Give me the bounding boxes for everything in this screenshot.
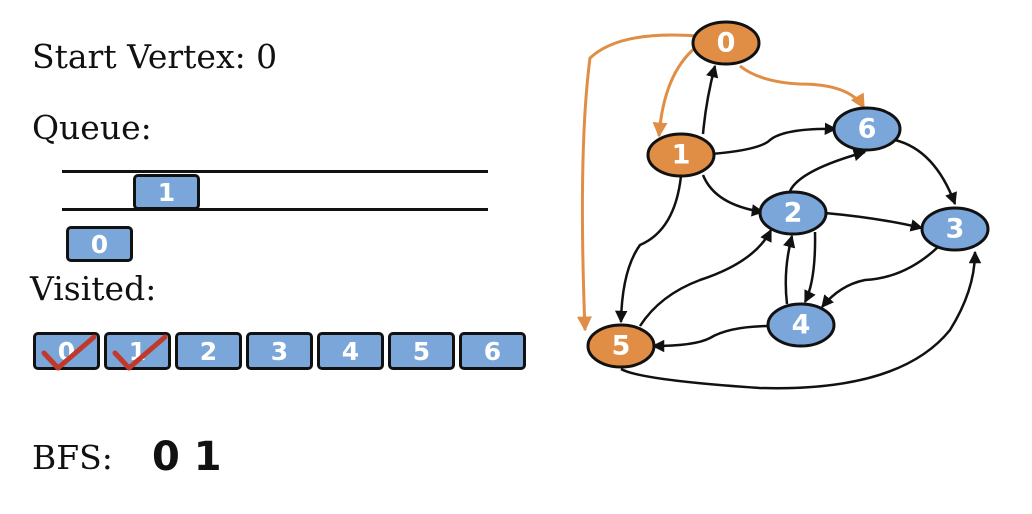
node-label: 3 [946,214,965,245]
node-shape [691,20,761,66]
edge-2-3 [824,211,924,232]
edge-2-4 [803,231,817,304]
visited-cell-0: 0 [33,332,100,371]
visited-cell-3: 3 [246,332,313,370]
node-label: 6 [858,114,877,145]
node-label: 2 [784,198,803,229]
node-shape [766,302,836,348]
edge-0-5 [576,33,699,332]
visited-cell-label: 4 [341,336,360,366]
visited-cell-label: 3 [270,336,289,366]
visited-cell-5: 5 [388,332,455,370]
visited-cell-1: 1 [104,332,171,371]
node-shape [758,190,828,236]
node-label: 1 [672,140,691,171]
node-4: 4 [766,302,836,348]
edge-6-3 [894,138,957,206]
node-2: 2 [758,190,828,236]
edge-0-6 [739,64,866,110]
node-label: 5 [612,331,631,362]
edge-1-0 [701,64,719,135]
edge-3-4 [821,246,939,308]
node-6: 6 [832,106,902,152]
check-icon [112,334,168,371]
queue-item: 1 [133,174,200,210]
edge-1-5 [614,175,683,324]
visited-cell-label: 5 [412,336,431,366]
node-0: 0 [691,20,761,66]
visited-cell-label: 2 [199,336,218,366]
queue-bottom-line [62,208,488,211]
node-3: 3 [920,206,990,252]
edge-4-2 [783,234,796,305]
node-label: 4 [792,310,811,341]
edge-4-5 [651,324,773,353]
edge-5-3 [620,250,982,390]
queue-top-line [62,170,488,173]
edge-1-6 [710,122,838,156]
visited-cell-6: 6 [459,332,526,370]
visited-cell-label: 6 [483,336,502,366]
node-1: 1 [646,132,716,178]
node-shape [920,206,990,252]
queue-label: Queue: [32,108,152,147]
node-shape [832,106,902,152]
visited-label: Visited: [30,269,157,308]
node-shape [586,323,656,369]
edge-2-6 [788,148,867,192]
node-shape [646,132,716,178]
edge-1-2 [701,174,765,217]
bfs-order: 0 1 [152,434,222,480]
start-vertex-label: Start Vertex: 0 [32,37,278,76]
node-label: 0 [717,28,736,59]
visited-cell-2: 2 [175,332,242,370]
dequeued-item: 0 [66,226,133,262]
check-icon [41,334,97,371]
bfs-label: BFS: [32,438,113,477]
edge-0-1 [652,42,701,138]
visited-cell-4: 4 [317,332,384,370]
node-5: 5 [586,323,656,369]
edge-5-2 [638,228,773,327]
